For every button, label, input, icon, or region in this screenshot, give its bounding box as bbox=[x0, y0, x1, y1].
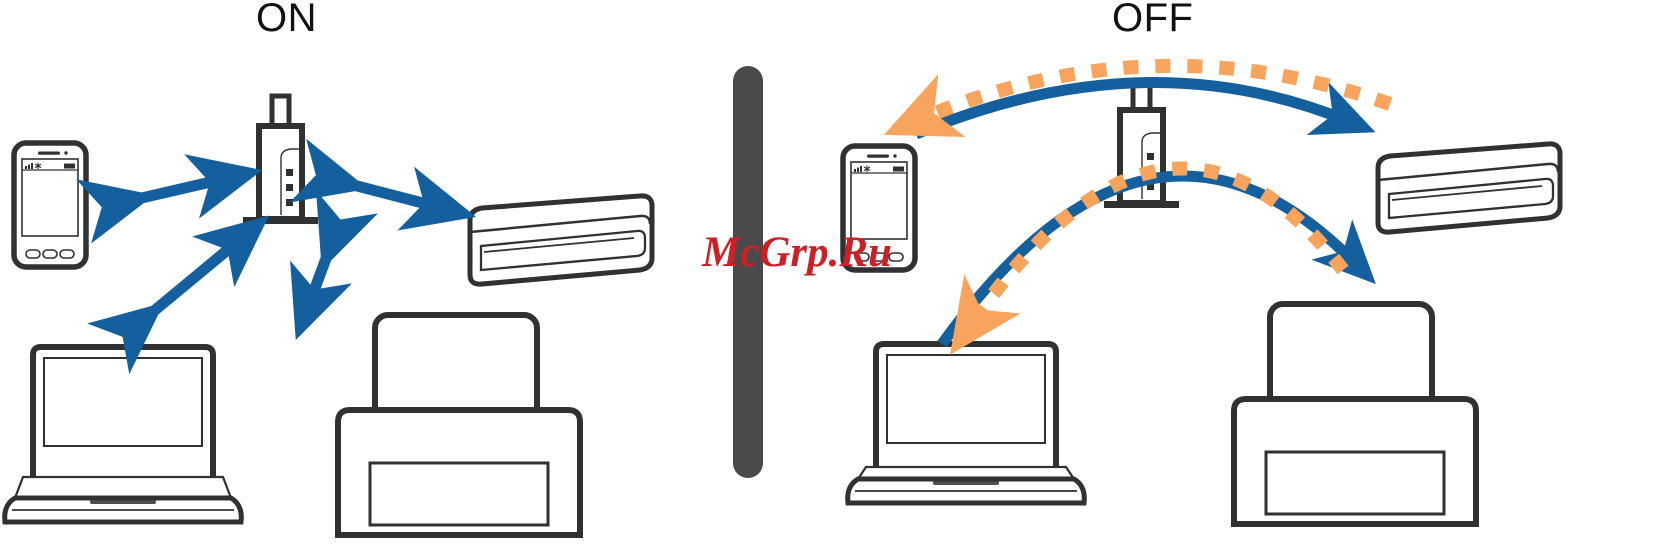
arc-printer-to-laptop bbox=[949, 161, 1349, 355]
device-smartphone-off bbox=[840, 143, 918, 273]
link-router-scanner bbox=[289, 138, 477, 231]
device-laptop-on bbox=[2, 344, 244, 525]
panel-divider bbox=[733, 66, 763, 478]
device-scanner-off bbox=[1375, 141, 1563, 235]
link-laptop-router bbox=[87, 215, 270, 375]
arc-smartphone-to-scanner bbox=[913, 77, 1376, 140]
device-laptop-off bbox=[845, 341, 1087, 506]
connection-arcs-off bbox=[883, 58, 1393, 355]
watermark-text: McGrp.Ru bbox=[702, 229, 892, 276]
link-smartphone-router bbox=[76, 154, 263, 244]
link-router-printer bbox=[290, 190, 378, 340]
device-printer-off bbox=[1231, 301, 1479, 527]
device-printer-on bbox=[335, 312, 583, 538]
device-scanner-on bbox=[467, 193, 655, 287]
arc-scanner-to-smartphone bbox=[883, 58, 1393, 137]
panel-label-on: ON bbox=[256, 0, 317, 40]
device-smartphone-on bbox=[11, 140, 89, 270]
connection-arrows-on bbox=[76, 138, 477, 375]
panel-label-off: OFF bbox=[1112, 0, 1194, 40]
device-wireless-router-on bbox=[243, 93, 318, 224]
